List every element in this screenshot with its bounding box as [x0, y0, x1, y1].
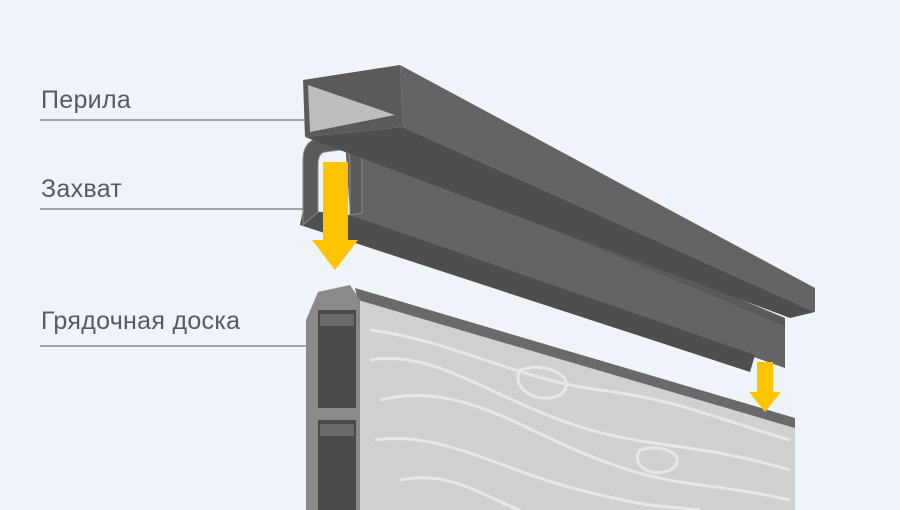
railing-label: Перила: [41, 86, 132, 114]
board-label: Грядочная доска: [41, 307, 241, 335]
clamp-label: Захват: [41, 175, 123, 203]
down-arrow-small-icon: [749, 362, 781, 412]
down-arrow-icon: [312, 162, 358, 270]
railing-profile: [303, 65, 815, 318]
garden-board: [306, 285, 795, 510]
